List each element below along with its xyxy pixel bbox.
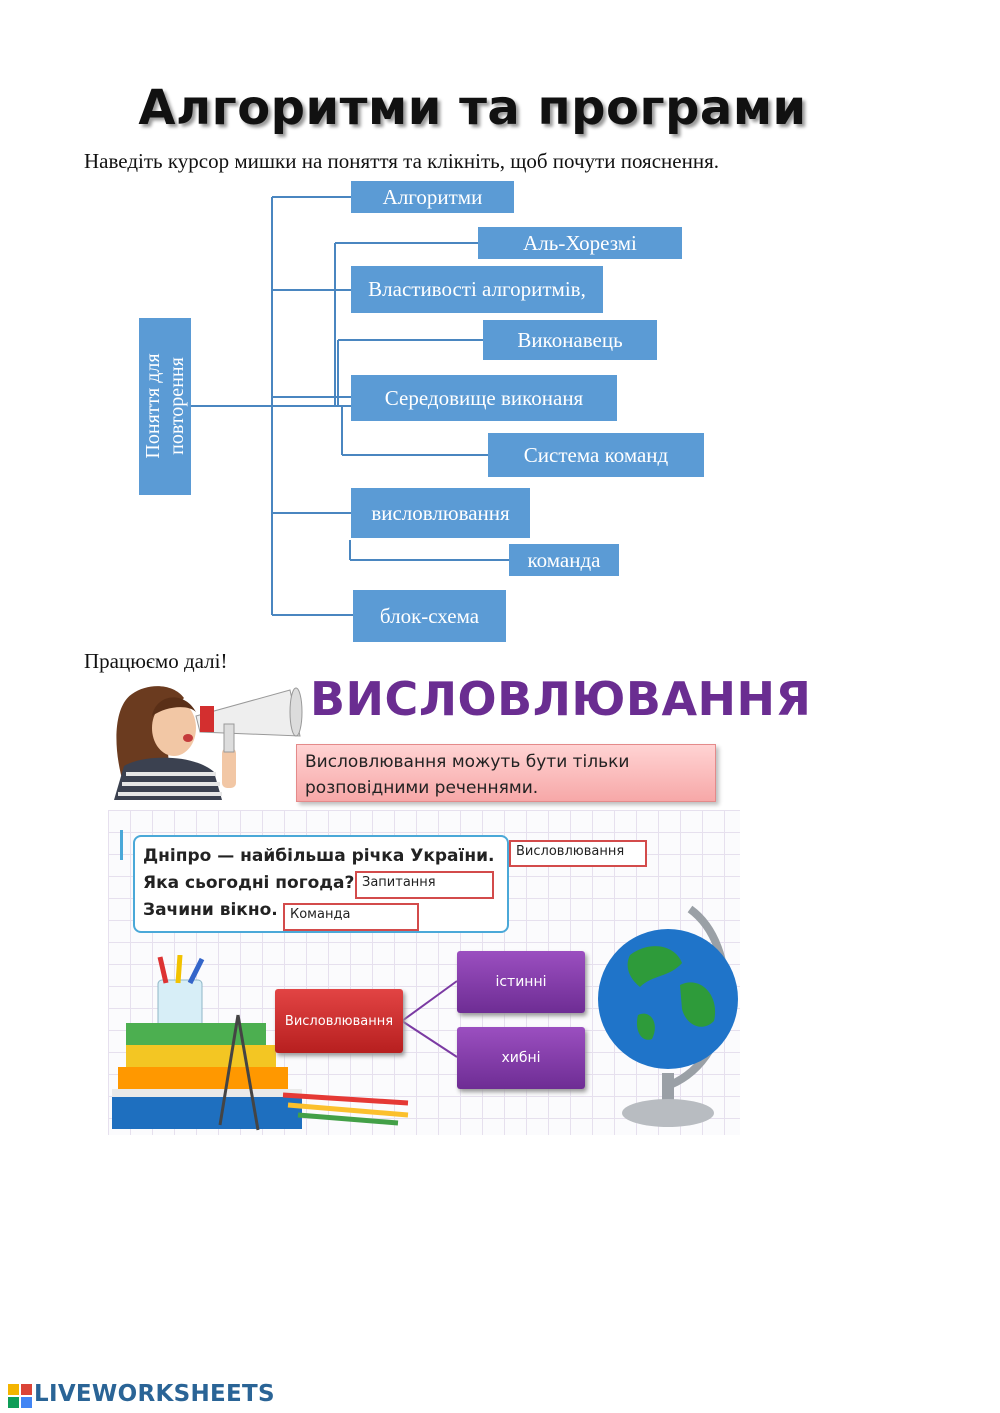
diagram-false-box: хибні	[457, 1027, 585, 1089]
definition-line-1: Висловлювання можуть бути тільки	[305, 752, 630, 772]
globe-illustration	[598, 905, 738, 1127]
diagram-connectors	[401, 980, 458, 1058]
tag-statement: Висловлювання	[509, 840, 647, 867]
node-environment[interactable]: Середовище виконаня	[351, 375, 617, 421]
root-concept-label: Поняття для повторення	[142, 353, 188, 459]
lesson-heading: ВИСЛОВЛЮВАННЯ	[310, 672, 812, 726]
node-statements[interactable]: висловлювання	[351, 488, 530, 538]
instruction-text: Наведіть курсор мишки на поняття та клік…	[84, 149, 719, 173]
definition-box: Висловлювання можуть бути тільки розпові…	[296, 744, 716, 802]
continue-label: Працюємо далі!	[84, 649, 228, 673]
definition-line-2: розповідними реченнями.	[305, 778, 539, 798]
girl-megaphone-illustration	[114, 686, 303, 800]
example-sentence-2: Яка сьогодні погода?	[143, 873, 355, 893]
tag-question: Запитання	[355, 871, 494, 899]
divider	[120, 830, 123, 860]
node-al-khwarizmi[interactable]: Аль-Хорезмі	[478, 227, 682, 259]
diagram-true-box: істинні	[457, 951, 585, 1013]
example-sentence-3: Зачини вікно.	[143, 900, 278, 920]
node-flowchart[interactable]: блок-схема	[353, 590, 506, 642]
node-command-system[interactable]: Система команд	[488, 433, 704, 477]
tag-command: Команда	[283, 903, 419, 931]
brand-name[interactable]: LIVEWORKSHEETS	[34, 1381, 275, 1407]
node-algorithm-properties[interactable]: Властивості алгоритмів,	[351, 266, 603, 313]
liveworksheets-logo-icon	[8, 1384, 32, 1408]
node-algorithms[interactable]: Алгоритми	[351, 181, 514, 213]
node-command[interactable]: команда	[509, 544, 619, 576]
page-title: Алгоритми та програми	[138, 80, 807, 136]
node-executor[interactable]: Виконавець	[483, 320, 657, 360]
books-pencils-illustration	[112, 955, 409, 1131]
tree-connectors	[191, 196, 510, 616]
example-sentence-1: Дніпро — найбільша річка України.	[143, 846, 495, 866]
root-concept-node[interactable]	[139, 318, 191, 495]
diagram-center-box: Висловлювання	[275, 989, 403, 1053]
